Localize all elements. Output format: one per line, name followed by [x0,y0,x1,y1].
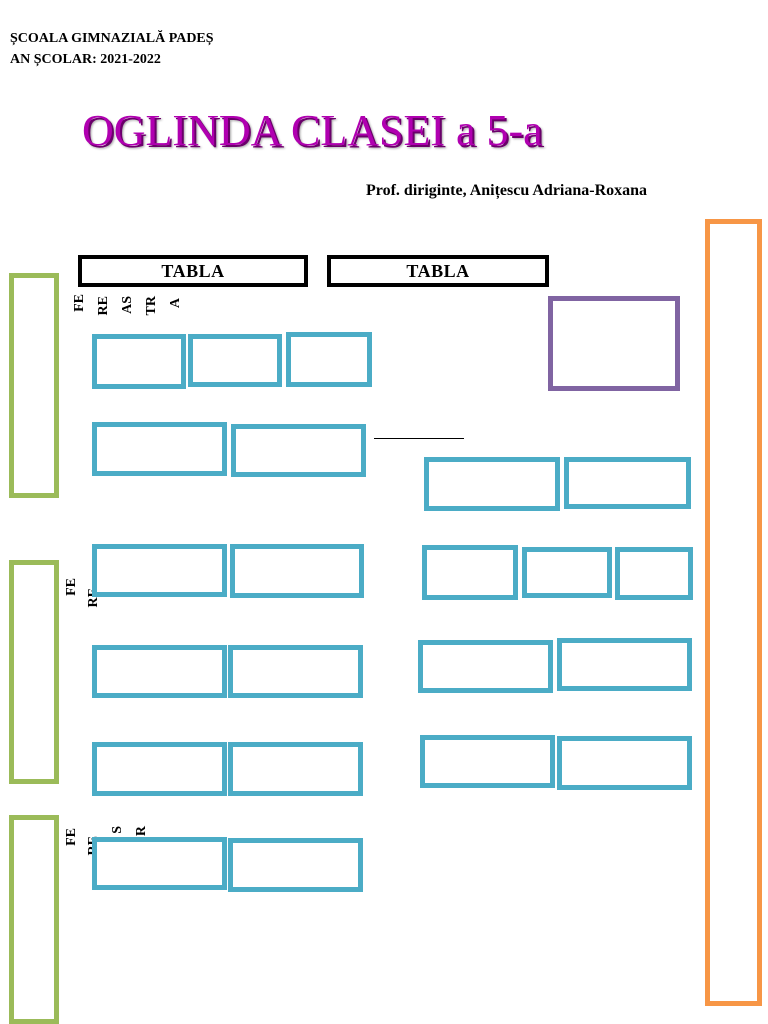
window-label-top-4: TR [144,296,159,316]
window-label-bottom-1: FE [64,828,79,846]
page-title: OGLINDA CLASEI a 5-a [82,106,543,155]
window-label-top-1: FE [72,294,87,312]
divider-line [374,438,464,439]
desk-8-2[interactable] [522,547,612,598]
board-left: TABLA [78,255,308,287]
school-name: ȘCOALA GIMNAZIALĂ PADEȘ [10,31,214,46]
window-top [9,273,59,498]
desk-8-1[interactable] [422,545,518,600]
desk-4-2[interactable] [228,645,363,698]
desk-9-2[interactable] [557,638,692,691]
desk-2-2[interactable] [231,424,366,477]
desk-10-1[interactable] [420,735,555,788]
desk-3-1[interactable] [92,544,227,597]
desk-7-2[interactable] [564,457,691,509]
window-label-bottom-4: R [134,826,149,837]
window-label-top-5: A [168,298,183,309]
desk-2-1[interactable] [92,422,227,476]
desk-7-1[interactable] [424,457,560,511]
desk-6-2[interactable] [228,838,363,892]
window-label-middle-1: FE [64,578,79,596]
desk-4-1[interactable] [92,645,227,698]
desk-1-3[interactable] [286,332,372,387]
window-middle [9,560,59,784]
desk-5-2[interactable] [228,742,363,796]
desk-3-2[interactable] [230,544,364,598]
window-bottom [9,815,59,1024]
desk-8-3[interactable] [615,547,693,600]
school-year: AN ȘCOLAR: 2021-2022 [10,52,161,67]
cabinet [548,296,680,391]
board-right: TABLA [327,255,549,287]
window-label-top-3: AS [120,296,135,314]
window-label-bottom-3: S [110,826,125,834]
desk-1-2[interactable] [188,334,282,387]
desk-10-2[interactable] [557,736,692,790]
desk-1-1[interactable] [92,334,186,389]
desk-6-1[interactable] [92,837,227,890]
window-label-top-2: RE [96,296,111,316]
door [705,219,762,1006]
desk-9-1[interactable] [418,640,553,693]
teacher-name: Prof. diriginte, Anițescu Adriana-Roxana [366,182,648,199]
desk-5-1[interactable] [92,742,227,796]
